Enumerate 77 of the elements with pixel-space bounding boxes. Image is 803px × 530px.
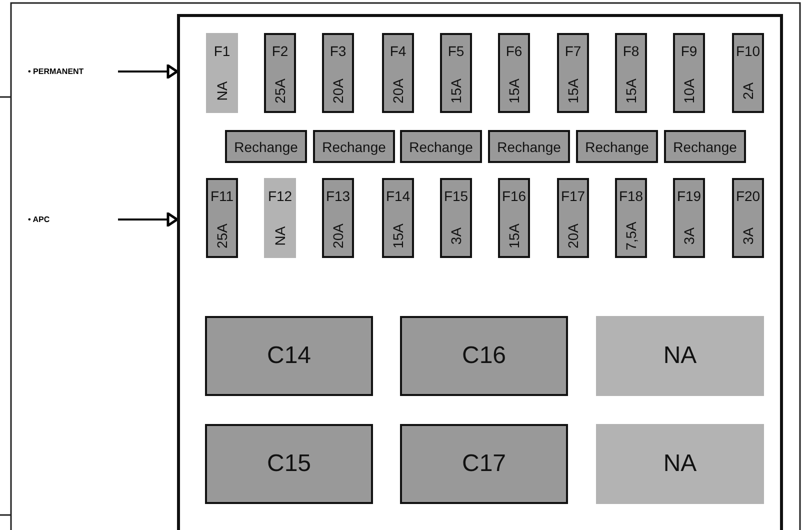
fuse — [322, 178, 354, 258]
arrow — [118, 64, 178, 79]
fuse — [732, 33, 764, 113]
fuse — [206, 33, 238, 113]
fuse-rating: 7,5A — [623, 222, 639, 250]
fuse — [440, 33, 472, 113]
fuse-rating: 20A — [330, 78, 346, 104]
fuse — [264, 178, 296, 258]
fuse-number: F17 — [560, 188, 586, 204]
fuse-rating: 15A — [390, 224, 406, 248]
fuse-rating: 2A — [740, 82, 756, 100]
fuse — [382, 178, 414, 258]
fuse — [498, 178, 530, 258]
fuse-rating: 15A — [623, 78, 639, 104]
fuse — [673, 33, 705, 113]
fuse-rating: NA — [214, 81, 230, 101]
spare-fuse: Rechange — [488, 130, 570, 163]
fuse — [440, 178, 472, 258]
fuse-number: F10 — [734, 43, 762, 59]
fuse — [264, 33, 296, 113]
fuse-rating: 3A — [448, 227, 464, 245]
fuse-number: F4 — [388, 43, 408, 59]
fuse-number: F11 — [209, 188, 235, 204]
fuse-number: F5 — [446, 43, 466, 59]
relay: C14 — [205, 316, 373, 396]
spare-fuse: Rechange — [664, 130, 746, 163]
fuse — [557, 33, 589, 113]
fuse-rating: 20A — [390, 78, 406, 104]
fuse — [206, 178, 238, 258]
fuse-rating: 3A — [681, 227, 697, 245]
fuse — [382, 33, 414, 113]
relay: C17 — [400, 424, 568, 504]
relay: C16 — [400, 316, 568, 396]
spare-fuse: Rechange — [400, 130, 482, 163]
fuse-rating: 25A — [272, 78, 288, 104]
fuse-number: F7 — [564, 43, 582, 59]
fuse-rating: 15A — [506, 224, 522, 248]
fuse-number: F1 — [212, 43, 232, 59]
input-label: • PERMANENT — [28, 67, 84, 76]
spare-fuse: Rechange — [576, 130, 658, 163]
fuse-number: F13 — [324, 188, 352, 204]
spare-fuse: Rechange — [225, 130, 307, 163]
fuse — [732, 178, 764, 258]
fuse-number: F20 — [734, 188, 762, 204]
fuse-number: F3 — [328, 43, 348, 59]
fuse-number: F16 — [500, 188, 528, 204]
fuse — [673, 178, 705, 258]
fuse-rating: 15A — [506, 78, 522, 104]
fuse-rating: 20A — [565, 224, 581, 248]
fuse — [615, 33, 647, 113]
fuse — [615, 178, 647, 258]
fuse-number: F9 — [680, 43, 698, 59]
fuse-number: F12 — [266, 188, 294, 204]
spare-fuse: Rechange — [313, 130, 395, 163]
fuse-rating: 25A — [214, 224, 230, 248]
relay: C15 — [205, 424, 373, 504]
relay: NA — [596, 316, 764, 396]
input-label: • APC — [28, 215, 50, 224]
fuse-rating: 20A — [330, 224, 346, 248]
fuse-rating: 3A — [740, 227, 756, 245]
fuse — [322, 33, 354, 113]
fuse-number: F19 — [676, 188, 702, 204]
fuse-number: F18 — [618, 188, 644, 204]
fuse-rating: 10A — [681, 78, 697, 104]
fuse-number: F6 — [504, 43, 524, 59]
fuse — [557, 178, 589, 258]
fuse-number: F14 — [384, 188, 412, 204]
arrow — [118, 212, 178, 227]
fuse-rating: 15A — [448, 78, 464, 104]
fuse-number: F2 — [270, 43, 290, 59]
relay: NA — [596, 424, 764, 504]
fuse-rating: 15A — [565, 78, 581, 104]
fuse-number: F8 — [622, 43, 640, 59]
fuse-box-panel — [177, 14, 783, 530]
fuse-rating: NA — [272, 226, 288, 246]
fuse-number: F15 — [442, 188, 470, 204]
fuse — [498, 33, 530, 113]
